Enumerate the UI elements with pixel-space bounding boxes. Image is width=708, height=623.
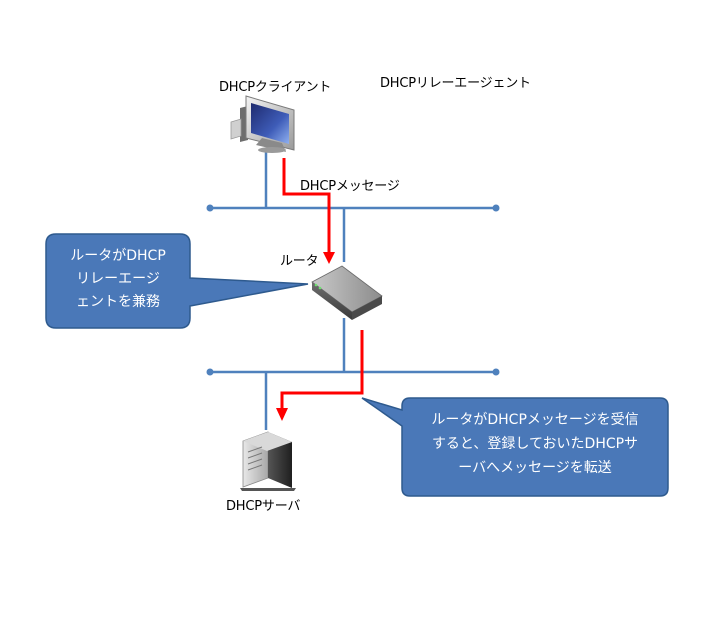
flow-arrow-client-to-router: [282, 158, 335, 264]
flow-arrow-router-to-server: [276, 330, 364, 421]
router-label: ルータ: [280, 254, 319, 269]
callout-right-line-1: ルータがDHCPメッセージを受信: [431, 412, 638, 428]
callout-left-line-3: ェントを兼務: [76, 294, 160, 310]
desktop-computer-icon: [230, 95, 295, 153]
relay-agent-label: DHCPリレーエージェント: [380, 76, 531, 91]
lower-network-segment: [206, 368, 500, 376]
callout-left: ルータがDHCP リレーエージ ェントを兼務: [45, 233, 309, 329]
network-drop-lines: [264, 150, 346, 430]
server-label: DHCPサーバ: [226, 499, 301, 514]
callout-left-line-2: リレーエージ: [76, 271, 160, 287]
client-label: DHCPクライアント: [219, 80, 332, 95]
callout-right-line-2: すると、登録しておいたDHCPサ: [432, 436, 638, 452]
message-label: DHCPメッセージ: [300, 179, 400, 194]
router-icon: [311, 265, 383, 320]
tower-server-icon: [240, 431, 296, 491]
callout-right: ルータがDHCPメッセージを受信 すると、登録しておいたDHCPサ ーバへメッセ…: [361, 397, 669, 497]
callout-right-line-3: ーバへメッセージを転送: [458, 460, 612, 476]
callout-left-line-1: ルータがDHCP: [70, 248, 166, 264]
upper-network-segment: [206, 204, 500, 212]
